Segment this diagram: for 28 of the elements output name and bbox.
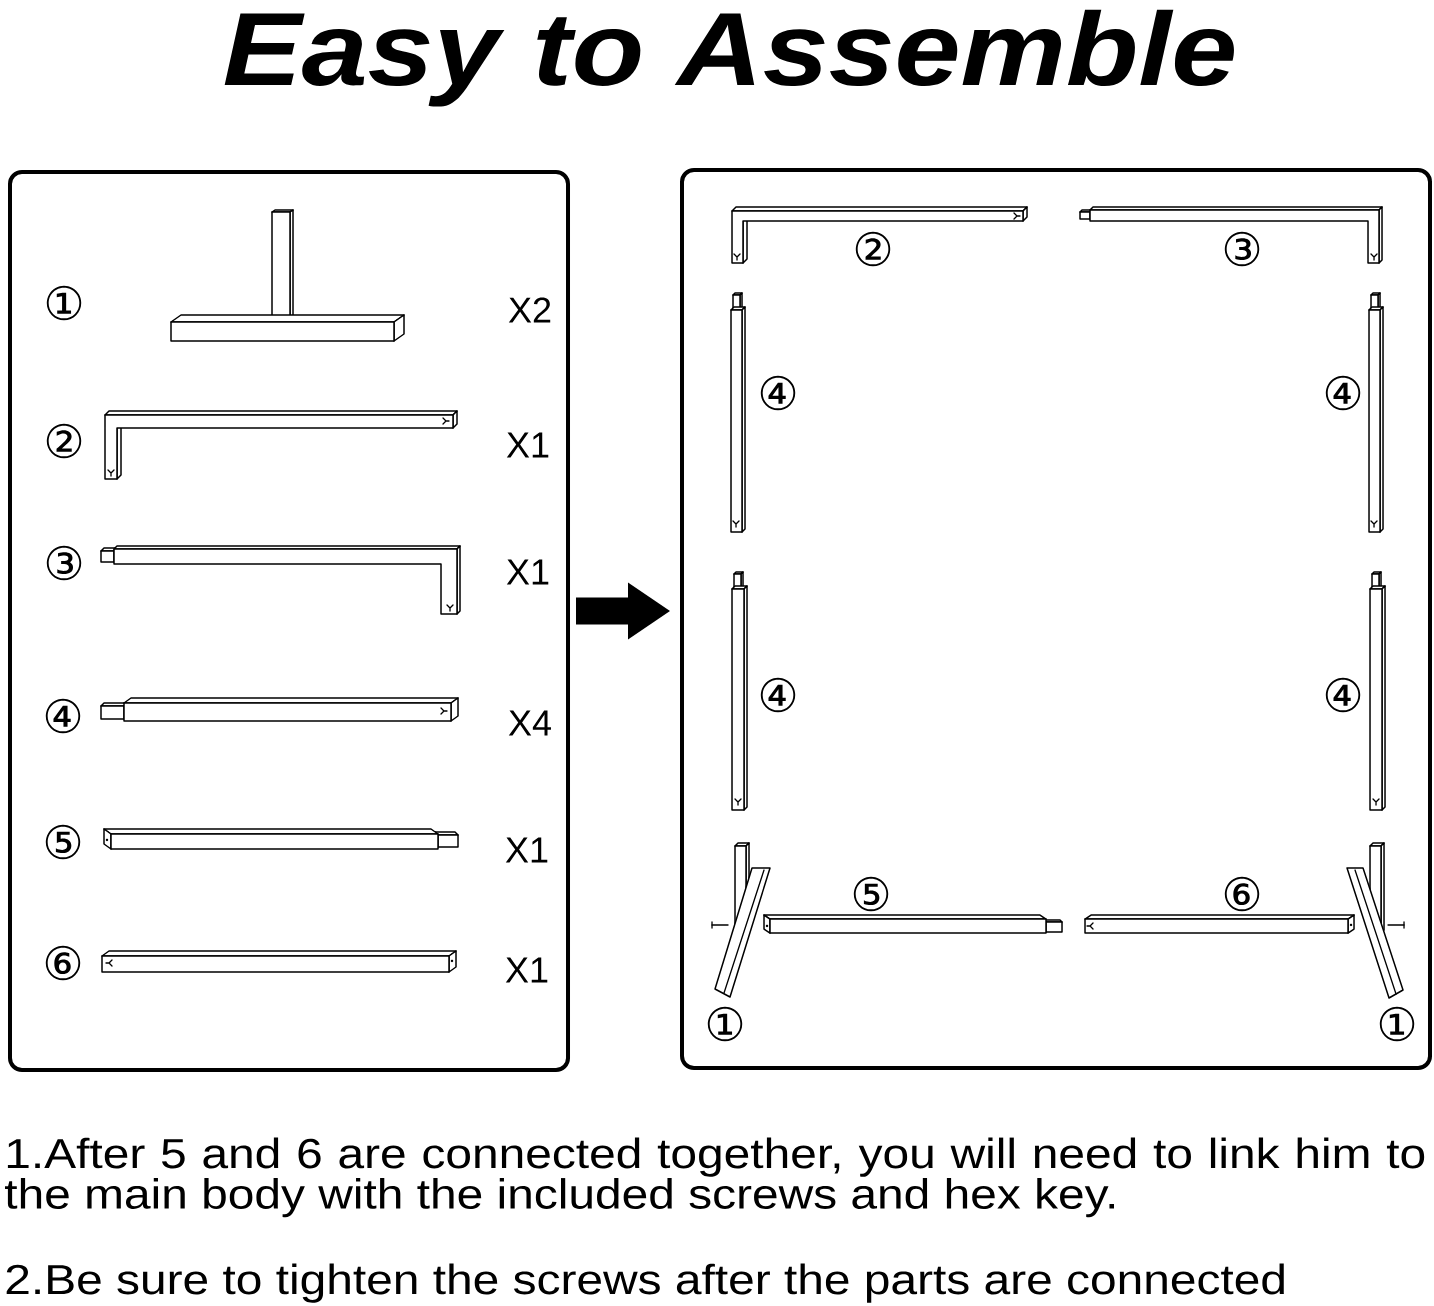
quantity-label: X2 bbox=[508, 297, 551, 323]
callout-number: ④ bbox=[45, 698, 81, 734]
quantity-label: X1 bbox=[505, 957, 548, 983]
panel-box bbox=[680, 168, 1432, 1070]
quantity-label: X1 bbox=[506, 432, 549, 458]
callout-number: ① bbox=[46, 285, 82, 321]
quantity-label: X1 bbox=[505, 837, 548, 863]
callout-number: ⑤ bbox=[853, 876, 889, 912]
callout-number: ⑥ bbox=[45, 945, 81, 981]
quantity-label: X1 bbox=[506, 559, 549, 585]
callout-number: ④ bbox=[1325, 677, 1361, 713]
panel-box bbox=[8, 170, 570, 1072]
callout-number: ① bbox=[707, 1006, 743, 1042]
note-text: 2.Be sure to tighten the screws after the parts are connected bbox=[6, 1263, 1284, 1303]
quantity-label: X4 bbox=[508, 710, 551, 736]
callout-number: ③ bbox=[1224, 231, 1260, 267]
note-text: 1.After 5 and 6 are connected together, you will need to link him to the main body with the included screws and hex key. bbox=[5, 1137, 1425, 1218]
callout-number: ④ bbox=[1325, 375, 1361, 411]
callout-number: ② bbox=[46, 423, 82, 459]
block-arrow bbox=[576, 582, 670, 640]
callout-number: ① bbox=[1379, 1006, 1415, 1042]
callout-number: ④ bbox=[760, 677, 796, 713]
callout-number: ③ bbox=[46, 545, 82, 581]
title: Easy to Assemble bbox=[224, 9, 1234, 107]
callout-number: ⑥ bbox=[1224, 876, 1260, 912]
callout-number: ② bbox=[855, 231, 891, 267]
callout-number: ④ bbox=[760, 375, 796, 411]
callout-number: ⑤ bbox=[45, 824, 81, 860]
